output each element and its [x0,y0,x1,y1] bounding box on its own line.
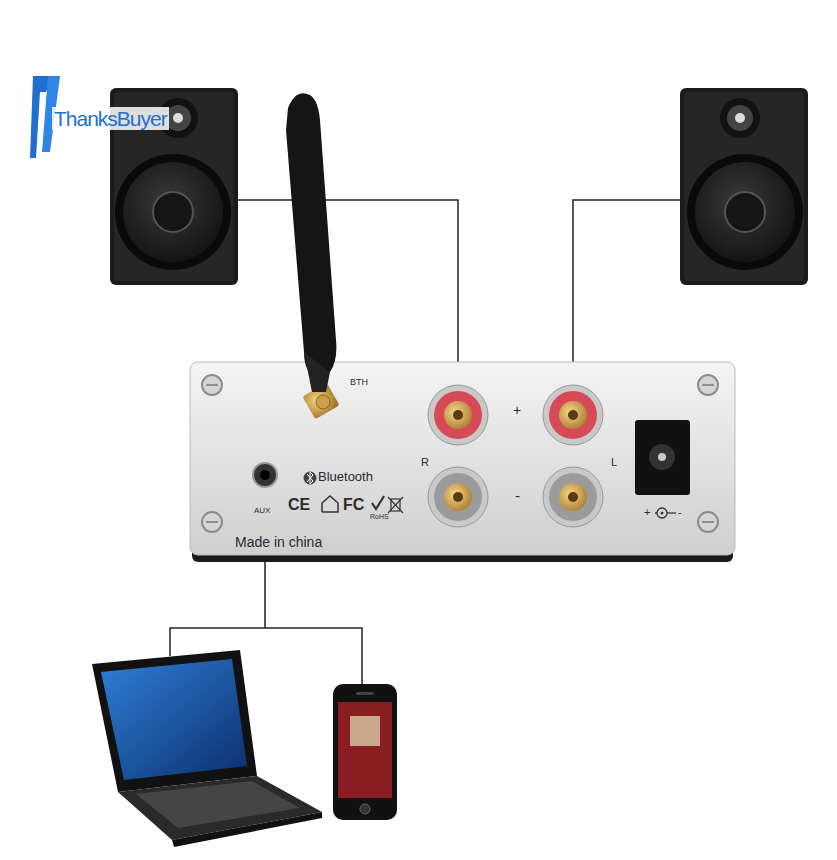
polarity-mark: + [644,506,650,518]
amplifier-housing [190,362,735,562]
certification-mark: RoHS [370,513,389,521]
laptop [92,650,322,847]
antenna-label: BTH [350,378,368,388]
port-label: AUX [254,507,270,516]
speaker [680,88,808,285]
amplifier-panel: BTH + R L - AUX BluetoothCE FC RoHS Made in china… [190,362,735,556]
polarity-mark: - [515,488,520,505]
certification-mark: CE [288,496,310,514]
origin-note: Made in china [235,535,322,550]
antenna [286,93,340,419]
polarity-mark: - [678,506,682,518]
phone [333,684,397,820]
watermark: ThanksBuyer [52,107,169,130]
polarity-mark: + [513,403,521,418]
channel-label: L [611,456,617,468]
certification-mark: FC [343,496,364,514]
channel-label: R [421,456,429,468]
brand-label: Bluetooth [318,470,373,484]
